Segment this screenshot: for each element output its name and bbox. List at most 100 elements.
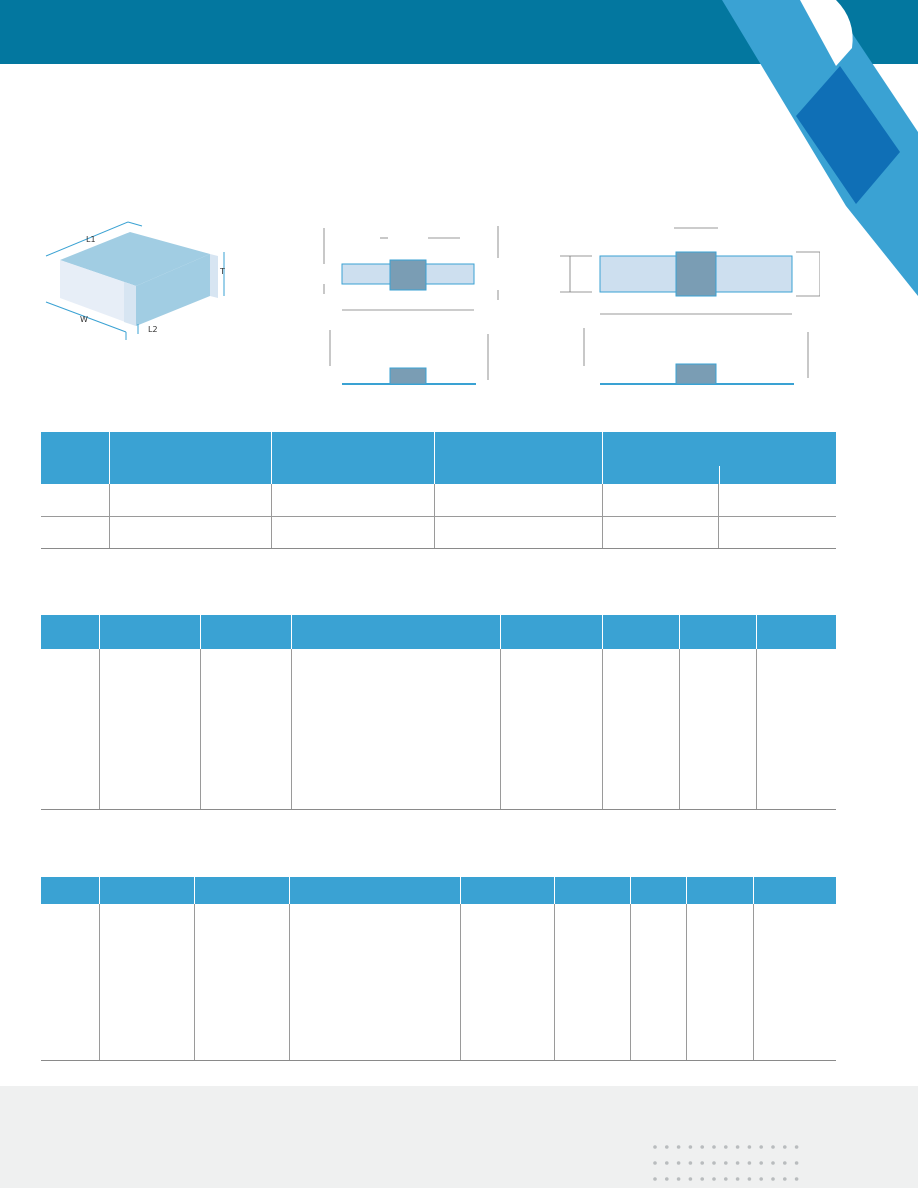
table-header-cell: [601, 615, 679, 649]
table-header-cell: [601, 432, 836, 484]
table-header-row: [41, 877, 836, 904]
decorative-dot: [771, 1177, 775, 1181]
chip-right-face: [136, 254, 210, 326]
table-cell: [290, 649, 500, 810]
table-header-cell: [193, 877, 289, 904]
table-cell: [459, 904, 554, 1061]
specification-table-b: [41, 877, 836, 1061]
decorative-dot: [747, 1177, 752, 1181]
decorative-dot: [794, 1145, 799, 1149]
decorative-dot: [735, 1177, 740, 1181]
table-cell: [41, 516, 109, 549]
table-header-cell: [459, 877, 554, 904]
chip-isometric-figure: L1 T W L2: [45, 221, 225, 340]
dim-label-l2: L2: [148, 325, 158, 334]
decorative-dot: [747, 1145, 752, 1149]
decorative-dot: [676, 1145, 681, 1149]
decorative-dot: [700, 1177, 704, 1181]
chip-left-face: [60, 260, 136, 326]
decorative-dot: [712, 1145, 716, 1149]
dim-label-w: W: [80, 315, 88, 324]
decorative-dot: [676, 1161, 681, 1165]
table-cell: [553, 904, 630, 1061]
decorative-dot: [771, 1145, 775, 1149]
table-header-cell: [199, 615, 291, 649]
decorative-dot: [783, 1161, 787, 1165]
table-cell: [193, 904, 289, 1061]
table-cell: [108, 516, 271, 549]
land-pattern-figure-b: [560, 227, 820, 385]
pad-left: [341, 263, 391, 285]
dimensions-table: [41, 432, 836, 549]
table-header-cell: [41, 615, 99, 649]
header-subdivider: [718, 466, 720, 484]
decorative-dot: [783, 1177, 787, 1181]
decorative-dot: [653, 1177, 657, 1181]
table-header-cell: [755, 615, 836, 649]
table-header-cell: [290, 615, 500, 649]
dim-label-l1: L1: [86, 235, 96, 244]
footer-band: [0, 1086, 918, 1188]
dim-label-t: T: [219, 267, 225, 276]
table-header-cell: [685, 877, 753, 904]
table-cell: [41, 904, 99, 1061]
table-cell: [601, 516, 718, 549]
header-band: [0, 0, 918, 64]
table-header-cell: [41, 432, 109, 484]
decorative-dot: [653, 1145, 657, 1149]
table-cell: [108, 484, 271, 517]
decorative-dot: [794, 1161, 799, 1165]
chip-body: [675, 251, 717, 297]
decorative-dot: [712, 1177, 716, 1181]
chip-top-face: [60, 232, 210, 286]
table-cell: [98, 904, 194, 1061]
decorative-dot: [712, 1161, 716, 1165]
decorative-dot: [724, 1145, 728, 1149]
decorative-dot: [688, 1177, 693, 1181]
decorative-dot: [759, 1161, 763, 1165]
table-cell: [98, 649, 200, 810]
decorative-dot: [700, 1145, 704, 1149]
decorative-dot: [688, 1145, 693, 1149]
decorative-dot: [759, 1177, 763, 1181]
table-cell: [752, 904, 836, 1061]
decorative-dot: [688, 1161, 693, 1165]
corner-stripe-dark: [796, 66, 900, 204]
table-cell: [717, 516, 836, 549]
table-cell: [270, 516, 434, 549]
decorative-dot: [653, 1161, 657, 1165]
table-header-cell: [41, 877, 99, 904]
table-header-row: [41, 615, 836, 649]
table-row: [41, 904, 836, 1061]
specification-table-a: [41, 615, 836, 810]
table-cell: [755, 649, 836, 810]
decorative-dot: [665, 1177, 669, 1181]
decorative-dot: [665, 1145, 669, 1149]
decorative-dot: [724, 1161, 728, 1165]
chip-profile: [389, 367, 427, 385]
table-header-cell: [270, 432, 434, 484]
table-header-cell: [108, 432, 271, 484]
decorative-dot: [747, 1161, 752, 1165]
decorative-dot: [771, 1161, 775, 1165]
table-header-cell: [433, 432, 602, 484]
table-header-cell: [629, 877, 686, 904]
table-header-cell: [678, 615, 756, 649]
table-cell: [41, 484, 109, 517]
chip-terminal-left: [124, 282, 136, 326]
table-cell: [601, 484, 718, 517]
dot-pattern-decoration: [653, 1145, 799, 1181]
table-header-cell: [553, 877, 630, 904]
table-cell: [433, 484, 602, 517]
decorative-dot: [759, 1145, 763, 1149]
table-cell: [629, 904, 686, 1061]
pad-right: [425, 263, 475, 285]
table-header-cell: [752, 877, 836, 904]
decorative-dot: [665, 1161, 669, 1165]
table-cell: [499, 649, 602, 810]
pad-right: [715, 255, 793, 293]
table-row: [41, 649, 836, 810]
table-row: [41, 484, 836, 517]
decorative-dot: [676, 1177, 681, 1181]
table-cell: [41, 649, 99, 810]
